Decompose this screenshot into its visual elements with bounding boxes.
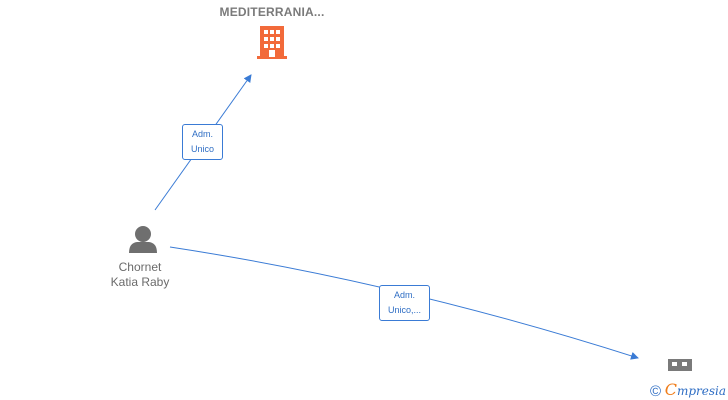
person-icon[interactable] [129,226,157,253]
building-inactive-icon[interactable] [668,359,692,371]
edge-label-line1: Adm. [191,129,213,139]
empresia-watermark: © Cmpresia [650,380,726,400]
edge-label-line2: Unico [190,144,214,154]
person-name-line2: Katia Raby [110,275,170,289]
edge-label-adm-unico-more: Adm. Unico,... [379,285,430,321]
brand-initial: C [664,380,677,399]
person-label[interactable]: Chornet Katia Raby [100,260,180,290]
brand-name: mpresia [676,384,726,398]
building-icon[interactable] [257,26,287,59]
edge-label-line2: Unico,... [387,305,421,315]
edge-label-line1: Adm. [393,290,415,300]
person-name-line1: Chornet [118,260,162,274]
copyright-symbol: © [650,383,662,400]
edge-label-adm-unico: Adm. Unico [182,124,223,160]
company-top-label[interactable]: MEDITERRANIA... [219,5,325,19]
